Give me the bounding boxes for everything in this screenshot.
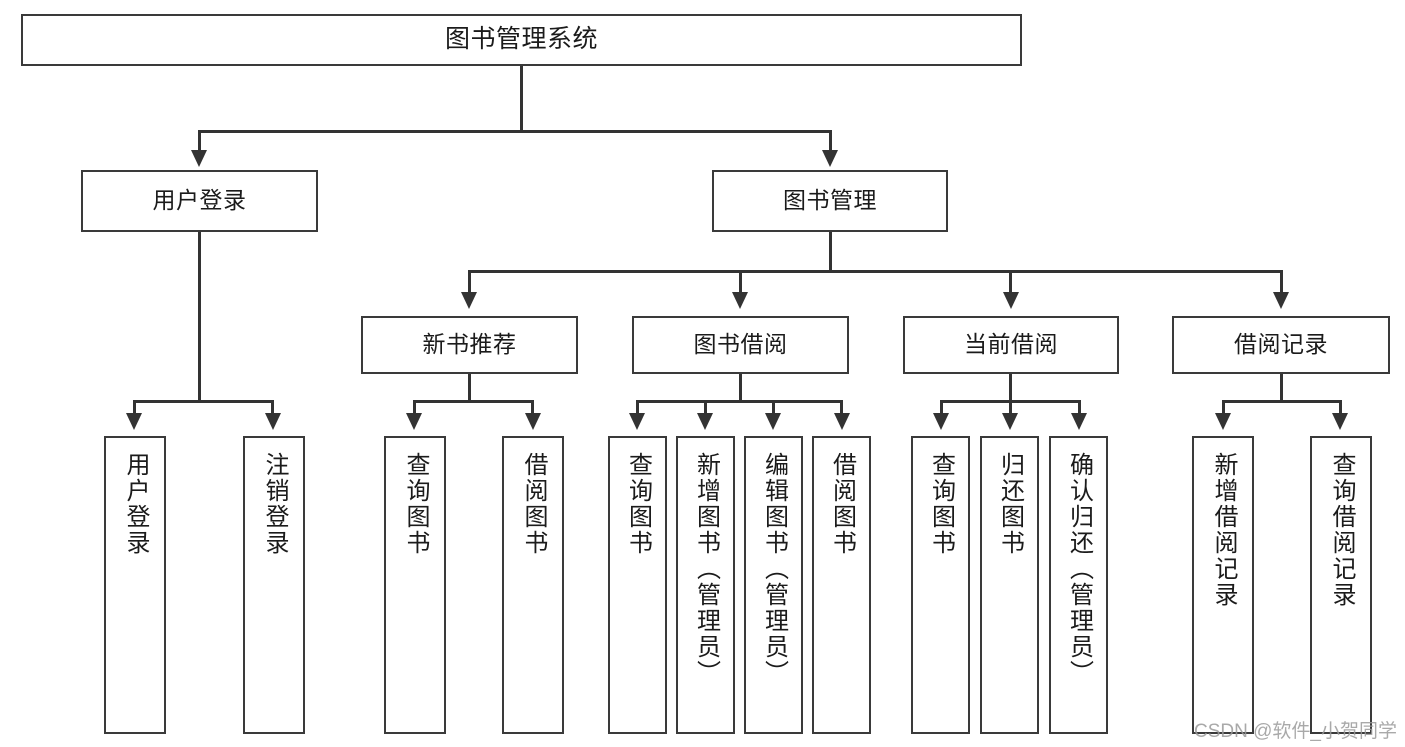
leaf-borrow-book-2[interactable]: 借阅图书 — [812, 436, 871, 734]
arrow-to-leaf-add-record — [1215, 413, 1231, 430]
leaf-user-login[interactable]: 用户登录 — [104, 436, 166, 734]
connector-nbr-stem — [468, 374, 471, 402]
node-label: 新书推荐 — [422, 331, 517, 358]
node-label: 借阅图书 — [828, 452, 856, 556]
node-borrow-record[interactable]: 借阅记录 — [1172, 316, 1390, 374]
connector-user-login-bus — [133, 400, 273, 403]
connector-bb-drop-1 — [636, 400, 639, 415]
arrow-to-leaf-borrow-book-1 — [525, 413, 541, 430]
connector-br-bus — [1222, 400, 1341, 403]
node-label: 查询图书 — [624, 452, 652, 556]
node-current-borrow[interactable]: 当前借阅 — [903, 316, 1119, 374]
node-root-system[interactable]: 图书管理系统 — [21, 14, 1022, 66]
arrow-to-user-login — [191, 150, 207, 167]
node-label: 注销登录 — [261, 452, 288, 556]
node-label: 归还图书 — [996, 452, 1024, 556]
connector-cb-drop-1 — [940, 400, 943, 415]
node-new-book-recommend[interactable]: 新书推荐 — [361, 316, 578, 374]
arrow-to-borrow-record — [1273, 292, 1289, 309]
connector-book-management-bus — [468, 270, 1283, 273]
connector-bb-drop-4 — [840, 400, 843, 415]
arrow-to-leaf-edit-book — [765, 413, 781, 430]
connector-cb-drop-2 — [1009, 400, 1012, 415]
leaf-query-book-1[interactable]: 查询图书 — [384, 436, 446, 734]
connector-bm-drop-1 — [468, 270, 471, 294]
connector-user-login-stem — [198, 232, 201, 402]
arrow-to-leaf-confirm-return — [1071, 413, 1087, 430]
arrow-to-book-management — [822, 150, 838, 167]
arrow-to-leaf-user-logout — [265, 413, 281, 430]
leaf-confirm-return[interactable]: 确认归还（管理员） — [1049, 436, 1108, 734]
arrow-to-leaf-user-login — [126, 413, 142, 430]
leaf-add-record[interactable]: 新增借阅记录 — [1192, 436, 1254, 734]
node-label: 用户登录 — [152, 187, 247, 214]
arrow-to-leaf-query-book-3 — [933, 413, 949, 430]
connector-cb-drop-3 — [1078, 400, 1081, 415]
arrow-to-new-book-recommend — [461, 292, 477, 309]
connector-br-stem — [1280, 374, 1283, 402]
node-book-borrow[interactable]: 图书借阅 — [632, 316, 849, 374]
node-label: 新增借阅记录 — [1210, 452, 1237, 608]
connector-book-management-stem — [829, 232, 832, 272]
node-label: 确认归还（管理员） — [1065, 452, 1093, 686]
leaf-query-book-3[interactable]: 查询图书 — [911, 436, 970, 734]
connector-nbr-drop-2 — [531, 400, 534, 415]
leaf-user-logout[interactable]: 注销登录 — [243, 436, 305, 734]
node-label: 查询借阅记录 — [1328, 452, 1355, 608]
leaf-return-book[interactable]: 归还图书 — [980, 436, 1039, 734]
node-book-management[interactable]: 图书管理 — [712, 170, 948, 232]
connector-br-drop-2 — [1339, 400, 1342, 415]
arrow-to-leaf-query-record — [1332, 413, 1348, 430]
connector-user-login-drop-2 — [271, 400, 274, 415]
connector-bm-drop-4 — [1280, 270, 1283, 294]
leaf-edit-book[interactable]: 编辑图书（管理员） — [744, 436, 803, 734]
node-user-login[interactable]: 用户登录 — [81, 170, 318, 232]
node-label: 借阅记录 — [1234, 331, 1328, 358]
node-label: 查询图书 — [402, 452, 429, 556]
node-label: 用户登录 — [122, 452, 149, 556]
arrow-to-book-borrow — [732, 292, 748, 309]
connector-bb-stem — [739, 374, 742, 402]
arrow-to-leaf-query-book-1 — [406, 413, 422, 430]
node-label: 编辑图书（管理员） — [760, 452, 788, 686]
connector-bb-drop-2 — [704, 400, 707, 415]
node-label: 图书借阅 — [693, 331, 788, 358]
connector-user-login-drop-1 — [133, 400, 136, 415]
node-label: 借阅图书 — [520, 452, 547, 556]
node-label: 图书管理系统 — [444, 25, 598, 54]
leaf-query-book-2[interactable]: 查询图书 — [608, 436, 667, 734]
connector-bm-drop-2 — [739, 270, 742, 294]
connector-root-stem — [520, 66, 523, 132]
node-label: 当前借阅 — [964, 331, 1058, 358]
connector-bb-bus — [636, 400, 842, 403]
connector-bb-drop-3 — [772, 400, 775, 415]
connector-nbr-bus — [413, 400, 533, 403]
arrow-to-leaf-borrow-book-2 — [834, 413, 850, 430]
connector-root-bus — [198, 130, 832, 133]
leaf-add-book[interactable]: 新增图书（管理员） — [676, 436, 735, 734]
connector-br-drop-1 — [1222, 400, 1225, 415]
node-label: 图书管理 — [783, 187, 877, 214]
connector-nbr-drop-1 — [413, 400, 416, 415]
arrow-to-leaf-add-book — [697, 413, 713, 430]
node-label: 查询图书 — [927, 452, 955, 556]
arrow-to-leaf-query-book-2 — [629, 413, 645, 430]
connector-bm-drop-3 — [1009, 270, 1012, 294]
leaf-borrow-book-1[interactable]: 借阅图书 — [502, 436, 564, 734]
leaf-query-record[interactable]: 查询借阅记录 — [1310, 436, 1372, 734]
connector-cb-stem — [1009, 374, 1012, 402]
arrow-to-leaf-return-book — [1002, 413, 1018, 430]
connector-root-drop-right — [829, 130, 832, 152]
node-label: 新增图书（管理员） — [692, 452, 720, 686]
arrow-to-current-borrow — [1003, 292, 1019, 309]
connector-root-drop-left — [198, 130, 201, 152]
